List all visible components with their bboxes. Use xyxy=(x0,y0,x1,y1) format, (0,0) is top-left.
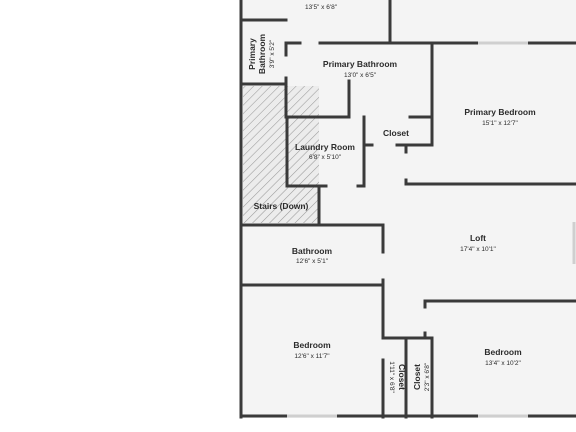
closet-right-dims: 2'3" x 6'8" xyxy=(424,362,431,391)
room-label-loft: Loft 17'4" x 10'1" xyxy=(460,233,496,253)
top-room-dims: 13'5" x 6'8" xyxy=(305,4,338,11)
bedroom-left-name: Bedroom xyxy=(293,340,331,350)
primary-bathroom-small-name-line1: Primary xyxy=(247,38,257,70)
room-label-closet-right: Closet 2'3" x 6'8" xyxy=(412,362,431,391)
loft-dims: 17'4" x 10'1" xyxy=(460,246,496,253)
closet-left-name: Closet xyxy=(397,364,407,390)
bedroom-right-name: Bedroom xyxy=(484,347,522,357)
primary-bedroom-name: Primary Bedroom xyxy=(464,107,536,117)
stairs-hatch xyxy=(243,86,319,223)
bathroom-name: Bathroom xyxy=(292,246,333,256)
primary-bedroom-dims: 15'1" x 12'7" xyxy=(482,120,518,127)
bathroom-dims: 12'6" x 5'1" xyxy=(296,258,329,265)
closet-upper-name: Closet xyxy=(383,128,409,138)
room-label-closet-left: Closet 1'11" x 6'8" xyxy=(388,361,407,393)
loft-name: Loft xyxy=(470,233,486,243)
room-label-stairs: Stairs (Down) xyxy=(254,201,309,211)
room-label-bedroom-left: Bedroom 12'6" x 11'7" xyxy=(293,340,331,360)
primary-bathroom-dims: 13'0" x 6'5" xyxy=(344,72,377,79)
primary-bathroom-name: Primary Bathroom xyxy=(323,59,398,69)
closet-right-name: Closet xyxy=(412,364,422,390)
room-label-closet-upper: Closet xyxy=(383,128,409,138)
closet-left-dims: 1'11" x 6'8" xyxy=(388,361,395,393)
primary-bathroom-small-name-line2: Bathroom xyxy=(257,33,267,74)
laundry-room-name: Laundry Room xyxy=(295,142,355,152)
room-label-primary-bedroom: Primary Bedroom 15'1" x 12'7" xyxy=(464,107,536,127)
room-label-bathroom: Bathroom 12'6" x 5'1" xyxy=(292,246,333,265)
room-label-primary-bathroom: Primary Bathroom 13'0" x 6'5" xyxy=(323,59,398,79)
room-label-bedroom-right: Bedroom 13'4" x 10'2" xyxy=(484,347,522,367)
room-label-laundry-room: Laundry Room 6'8" x 5'10" xyxy=(295,142,355,161)
primary-bathroom-small-dims: 3'9" x 5'2" xyxy=(269,39,276,68)
room-label-top-room: 13'5" x 6'8" xyxy=(305,4,338,11)
stairs-name: Stairs (Down) xyxy=(254,201,309,211)
laundry-room-dims: 6'8" x 5'10" xyxy=(309,154,342,161)
room-label-primary-bathroom-small: Primary Bathroom 3'9" x 5'2" xyxy=(247,33,276,74)
walls xyxy=(239,0,576,419)
windows xyxy=(287,41,576,418)
bedroom-right-dims: 13'4" x 10'2" xyxy=(485,360,521,367)
bedroom-left-dims: 12'6" x 11'7" xyxy=(294,353,330,360)
